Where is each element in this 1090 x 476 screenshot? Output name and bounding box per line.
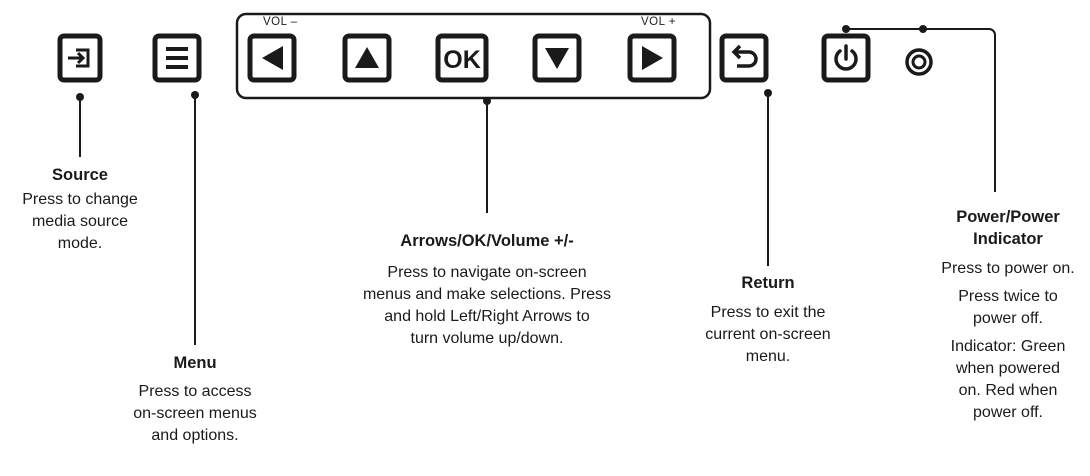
power-indicator-light: [905, 48, 933, 76]
arrow-group-bracket: [235, 12, 712, 100]
triangle-down-icon: [545, 48, 569, 69]
source-desc-line: Press to change: [22, 191, 138, 208]
return-desc-line: current on-screen: [705, 326, 831, 343]
power-desc-line: on. Red when: [958, 382, 1058, 399]
power-desc-line: power off.: [973, 404, 1043, 421]
power-desc-line: when powered: [955, 360, 1061, 377]
arrows-title: Arrows/OK/Volume +/-: [400, 232, 574, 250]
power-title-line: Power/Power: [956, 208, 1060, 226]
return-desc-line: Press to exit the: [710, 304, 826, 321]
return-title: Return: [741, 274, 795, 292]
arrows-desc-line: Press to navigate on-screen: [387, 264, 587, 281]
source-input-icon: [68, 48, 90, 68]
menu-desc-line: and options.: [151, 427, 239, 444]
power-desc-line: Indicator: Green: [950, 338, 1066, 355]
menu-desc-line: on-screen menus: [133, 405, 257, 422]
power-desc-line: power off.: [973, 310, 1043, 327]
source-desc-line: mode.: [57, 235, 103, 252]
power-title-line: Indicator: [973, 230, 1043, 248]
down-arrow-button[interactable]: [532, 33, 582, 83]
right-arrow-button[interactable]: [627, 33, 677, 83]
triangle-left-icon: [262, 46, 283, 70]
left-arrow-button[interactable]: [247, 33, 297, 83]
ok-button[interactable]: OK: [435, 33, 489, 83]
vol-plus-label: VOL +: [641, 16, 676, 28]
power-desc-line: Press to power on.: [941, 260, 1075, 277]
return-button[interactable]: [719, 33, 769, 83]
menu-callout: Menu Press to access on-screen menus and…: [115, 352, 275, 447]
power-icon: [834, 44, 858, 71]
source-desc-line: media source: [31, 213, 129, 230]
up-arrow-button[interactable]: [342, 33, 392, 83]
callout-leader-lines: [76, 25, 996, 345]
power-desc-line: Press twice to: [958, 288, 1058, 305]
menu-desc-line: Press to access: [138, 383, 252, 400]
power-button[interactable]: [821, 33, 871, 83]
arrows-desc-line: turn volume up/down.: [410, 330, 564, 347]
arrows-desc-line: and hold Left/Right Arrows to: [384, 308, 590, 325]
menu-title: Menu: [173, 354, 217, 372]
triangle-right-icon: [642, 46, 663, 70]
triangle-up-icon: [355, 47, 379, 68]
return-desc-line: menu.: [745, 348, 791, 365]
power-callout: Power/Power Indicator Press to power on.…: [928, 206, 1088, 424]
hamburger-menu-icon: [166, 47, 188, 69]
arrows-desc-line: menus and make selections. Press: [362, 286, 612, 303]
return-callout: Return Press to exit the current on-scre…: [678, 272, 858, 368]
source-callout: Source Press to change media source mode…: [0, 164, 160, 255]
source-title: Source: [52, 166, 108, 184]
ok-label: OK: [443, 46, 481, 74]
vol-minus-label: VOL –: [263, 16, 298, 28]
return-arrow-icon: [731, 44, 758, 68]
menu-button[interactable]: [152, 33, 202, 83]
source-button[interactable]: [57, 33, 103, 83]
arrows-callout: Arrows/OK/Volume +/- Press to navigate o…: [327, 230, 647, 350]
